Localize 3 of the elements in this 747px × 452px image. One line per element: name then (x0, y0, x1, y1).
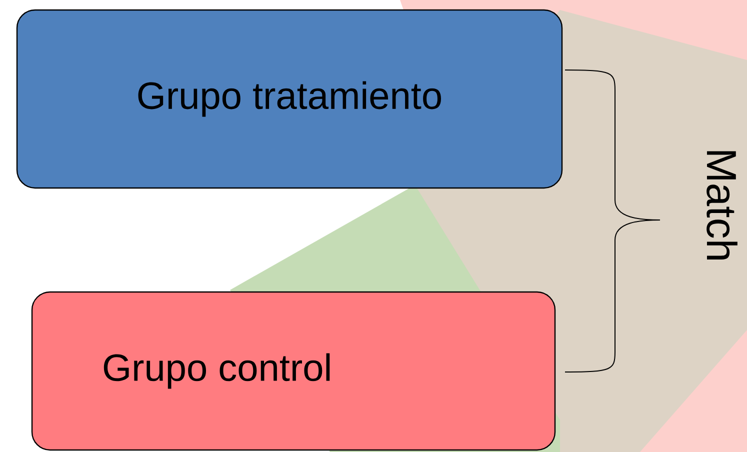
bracket-label: Match (706, 151, 738, 260)
process-box: Grupo tratamiento (16, 9, 563, 189)
process-box: Grupo control (31, 291, 556, 451)
